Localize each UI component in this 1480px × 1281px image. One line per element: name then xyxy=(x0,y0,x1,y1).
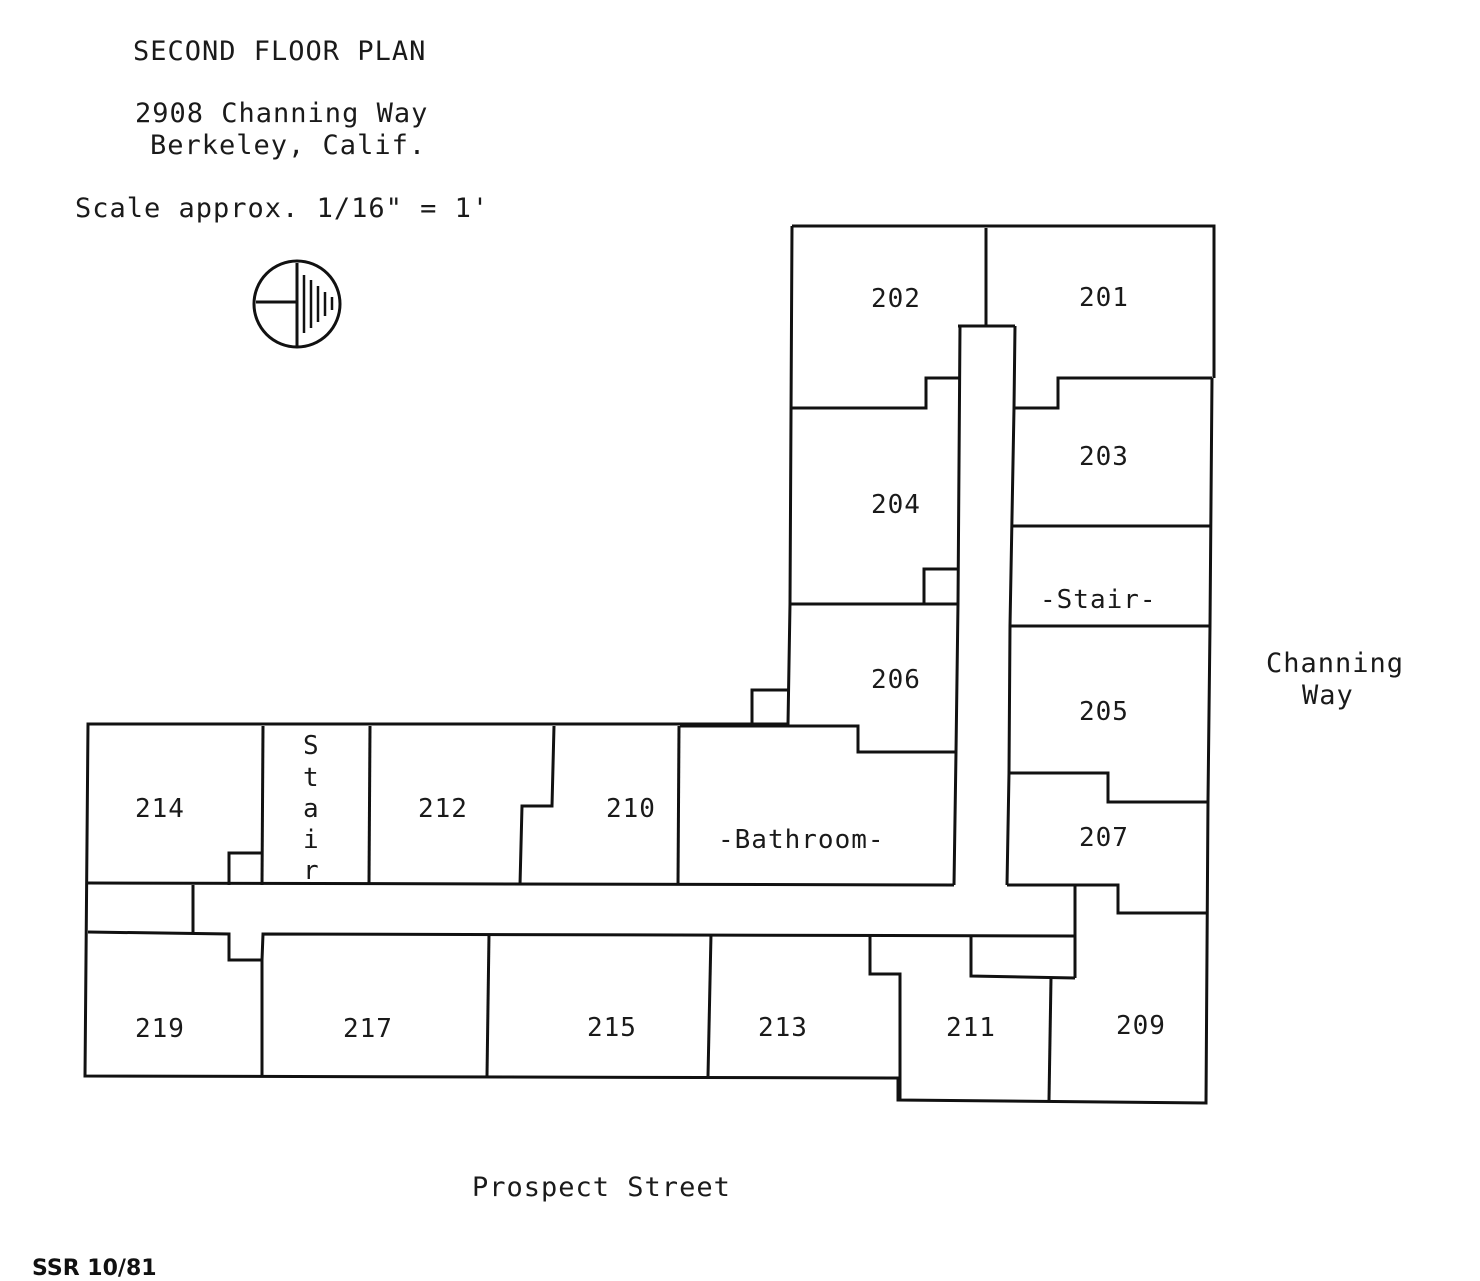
bathroom-label: -Bathroom- xyxy=(718,825,885,855)
stair-west-letter: S xyxy=(303,731,320,761)
room-206-label: 206 xyxy=(871,665,921,695)
address-line-2: Berkeley, Calif. xyxy=(150,130,427,161)
room-213-label: 213 xyxy=(758,1013,808,1043)
author-initials: SSR 10/81 xyxy=(32,1256,157,1281)
stair-west-letter: r xyxy=(303,856,320,886)
room-204-label: 204 xyxy=(871,490,921,520)
stair-east-label: -Stair- xyxy=(1040,585,1157,615)
east-wing-walls xyxy=(680,228,1212,978)
street-east-line-1: Channing xyxy=(1266,648,1405,679)
room-207-label: 207 xyxy=(1079,823,1129,853)
room-205-label: 205 xyxy=(1079,697,1129,727)
room-210-label: 210 xyxy=(606,794,656,824)
room-209-label: 209 xyxy=(1116,1011,1166,1041)
room-211-label: 211 xyxy=(946,1013,996,1043)
room-203-label: 203 xyxy=(1079,442,1129,472)
room-214-label: 214 xyxy=(135,794,185,824)
west-wing-walls xyxy=(87,725,1076,1101)
plan-title: SECOND FLOOR PLAN xyxy=(133,36,427,67)
outer-walls xyxy=(83,224,1216,1105)
compass-north-arrow-icon xyxy=(252,259,342,349)
stair-west-letter: a xyxy=(303,794,320,824)
address-line-1: 2908 Channing Way xyxy=(135,98,429,129)
stair-west-letter: i xyxy=(303,825,320,855)
room-212-label: 212 xyxy=(418,794,468,824)
stair-west-letter: t xyxy=(303,763,320,793)
street-south: Prospect Street xyxy=(472,1172,731,1203)
scale-note: Scale approx. 1/16" = 1' xyxy=(75,193,490,224)
room-202-label: 202 xyxy=(871,284,921,314)
room-217-label: 217 xyxy=(343,1014,393,1044)
room-201-label: 201 xyxy=(1079,283,1129,313)
street-east-line-2: Way xyxy=(1302,680,1354,711)
room-215-label: 215 xyxy=(587,1013,637,1043)
room-219-label: 219 xyxy=(135,1014,185,1044)
